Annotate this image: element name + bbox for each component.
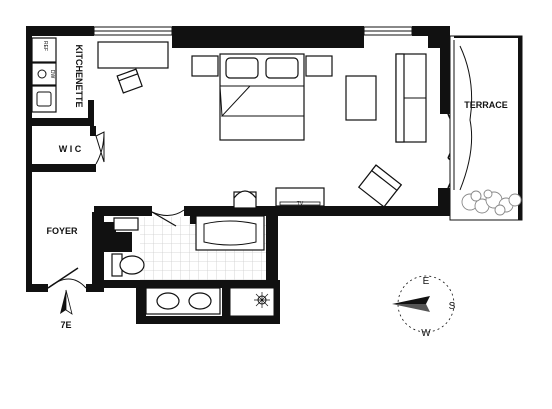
bathroom-door [151, 209, 185, 227]
north-arrow [60, 289, 73, 315]
kitchenette: REF DW KITCHENETTE [31, 37, 84, 113]
compass-east: E [423, 276, 430, 287]
unit-label: 7E [60, 320, 71, 330]
walls [26, 26, 450, 324]
kitchenette-label: KITCHENETTE [74, 45, 84, 108]
tv-console: TV [275, 187, 325, 207]
sofa [395, 53, 427, 143]
double-sink [145, 287, 221, 315]
ref-label: REF [42, 41, 48, 51]
tv-label: TV [297, 201, 304, 207]
entry-door [47, 267, 87, 289]
vanity-shelf [113, 217, 139, 231]
dw-label: DW [49, 70, 55, 79]
terrace-label: TERRACE [464, 100, 508, 110]
armchair [357, 164, 403, 208]
shower [229, 287, 275, 317]
bed [191, 53, 333, 141]
desk [97, 41, 169, 94]
terrace-plants [461, 189, 522, 216]
wic-label: W I C [59, 144, 82, 154]
side-table [345, 75, 377, 121]
foyer-label: FOYER [46, 226, 78, 236]
terrace [449, 35, 523, 221]
compass-south: S [449, 301, 456, 312]
compass-west: W [421, 328, 431, 339]
toilet [111, 253, 145, 277]
bathtub [195, 215, 265, 251]
wic-door [95, 131, 105, 165]
dining-chair [233, 190, 257, 209]
compass-rose [392, 275, 455, 333]
